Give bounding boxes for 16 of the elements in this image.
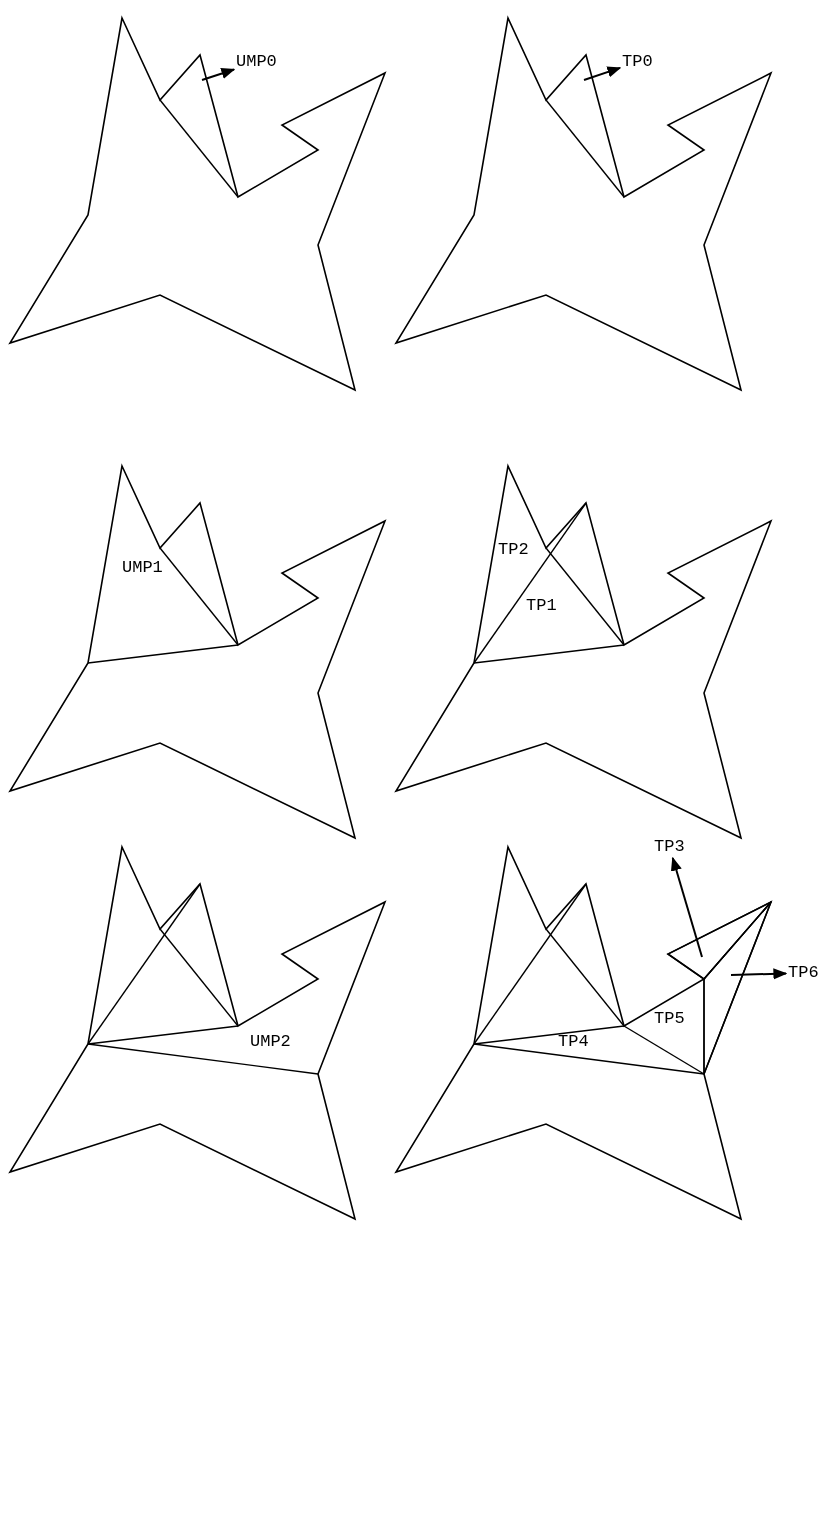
callout-label: TP6 — [788, 963, 819, 983]
leader-arrow — [583, 66, 622, 81]
leader-arrow — [201, 68, 236, 81]
triangle-region — [703, 901, 772, 1075]
region-label: TP2 — [498, 540, 529, 560]
callout-label: TP3 — [654, 837, 685, 857]
leader-arrow — [670, 856, 703, 958]
region-label: TP4 — [558, 1032, 589, 1052]
region-label: TP1 — [526, 596, 557, 616]
region-label: UMP2 — [250, 1032, 291, 1052]
region-label: UMP1 — [122, 558, 163, 578]
leader-arrow — [730, 968, 788, 980]
triangle-region — [666, 901, 772, 980]
callout-label: UMP0 — [236, 52, 277, 72]
callout-label: TP0 — [622, 52, 653, 72]
region-label: TP5 — [654, 1009, 685, 1029]
